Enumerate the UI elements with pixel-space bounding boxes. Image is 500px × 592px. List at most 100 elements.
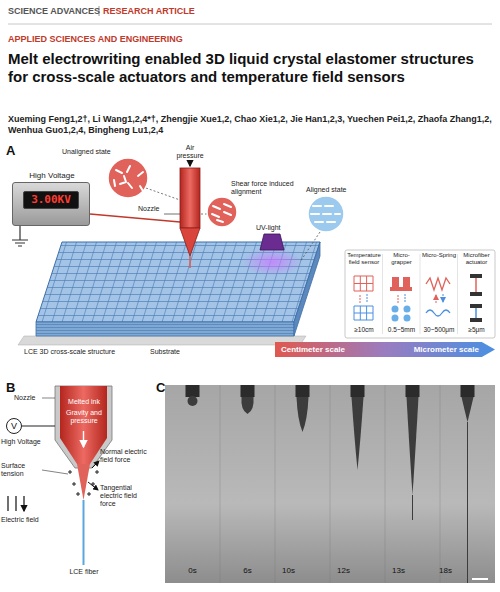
header-rule xyxy=(8,24,492,25)
callout-label: Nozzle xyxy=(14,394,35,402)
callout-label: Substrate xyxy=(150,348,180,356)
time-label: 18s xyxy=(431,566,461,576)
callout-label: UV-light xyxy=(256,224,281,232)
actuator-fiber xyxy=(475,308,477,318)
spring-icon xyxy=(426,310,450,316)
callout-label: Electric field xyxy=(1,516,39,524)
time-label: 10s xyxy=(271,566,307,576)
scale-bar xyxy=(472,578,488,580)
application-panel: Micro-Spring 30~500μm xyxy=(421,251,458,336)
lattice-front-face xyxy=(36,322,294,336)
subject-area: APPLIED SCIENCES AND ENGINEERING xyxy=(8,34,183,45)
gripper-icon xyxy=(390,277,412,291)
panel-letter: C xyxy=(156,380,165,396)
voltmeter-circle: V xyxy=(6,418,22,434)
sensor-grid-icon xyxy=(354,276,373,291)
application-panel-frame xyxy=(345,250,495,338)
application-panel: Temperature field sensor ≥10cm xyxy=(346,251,383,336)
lce-fiber xyxy=(83,500,85,565)
callout-label: Gravity and pressure xyxy=(60,409,108,425)
node-label: Micro-grapper xyxy=(383,252,420,266)
mesogen-rods xyxy=(311,206,340,222)
nozzle-photo xyxy=(186,385,475,397)
callout-label: Air pressure xyxy=(172,144,208,160)
melted-ink xyxy=(60,386,107,464)
tangential-force-arrow xyxy=(88,482,98,490)
node-label: ≥5μm xyxy=(468,326,484,334)
node-label: Micro-Spring xyxy=(422,252,456,259)
high-voltage-wire xyxy=(90,214,180,222)
jet-photo xyxy=(467,422,468,583)
ink-droplet xyxy=(188,396,198,406)
node-label: V xyxy=(11,421,17,431)
aligned-zoom-circle xyxy=(308,196,344,232)
nozzle-tip xyxy=(180,228,200,256)
shear-zoom-circle xyxy=(207,197,237,227)
callout-label: Normal electric field force xyxy=(100,448,152,464)
voltage-display: 3.00KV xyxy=(23,191,79,209)
jet-photo xyxy=(412,495,413,520)
voltage-wire xyxy=(22,426,55,427)
zoom-leader-lines xyxy=(146,188,320,262)
node-label: 0.5~5mm xyxy=(388,326,415,334)
mesogen-rods xyxy=(114,166,143,191)
uv-glow xyxy=(242,248,302,276)
actuator-fiber xyxy=(475,278,477,292)
panel-letter: A xyxy=(6,143,15,159)
scale-arrow: Centimeter scale Micrometer scale xyxy=(275,342,495,357)
callout-label: High Voltage xyxy=(1,438,41,446)
article-type: RESEARCH ARTICLE xyxy=(103,6,195,17)
electric-field-arrows xyxy=(8,496,24,511)
journal-name: SCIENCE ADVANCES xyxy=(8,6,100,17)
ink-droplet xyxy=(241,397,253,414)
callout-label: Tangential electric field force xyxy=(100,484,152,508)
gravity-arrow xyxy=(83,431,84,447)
callout-label: Unaligned state xyxy=(62,148,111,156)
air-pressure-arrow xyxy=(189,160,190,166)
taylor-cone-photo xyxy=(407,397,419,495)
charge-signs xyxy=(68,470,99,496)
actuator-clamps xyxy=(470,274,482,322)
heating-arrows xyxy=(360,295,436,303)
node-label: 30~500μm xyxy=(423,326,454,334)
timelapse-photo xyxy=(165,385,495,583)
nozzle-leader xyxy=(164,214,180,215)
sensor-grid-icon xyxy=(354,306,373,320)
callout-label: Shear force induced alignment xyxy=(231,180,303,196)
time-label: 13s xyxy=(381,566,417,576)
nozzle-body xyxy=(180,168,200,228)
node-label: Centimeter scale xyxy=(281,345,345,355)
power-supply: High Voltage3.00KV xyxy=(12,182,90,226)
panel-letter: B xyxy=(6,380,15,396)
uv-lamp xyxy=(260,234,284,250)
cooling-arrows xyxy=(367,294,443,302)
node-label: Micrometer scale xyxy=(414,345,479,355)
nozzle-wall xyxy=(55,386,112,468)
callout-label: LCE 3D cross-scale structure xyxy=(24,348,124,356)
callout-label: Nozzle xyxy=(138,205,159,213)
time-label: 6s xyxy=(230,566,266,576)
time-label: 0s xyxy=(175,566,211,576)
unaligned-zoom-circle xyxy=(108,158,148,198)
normal-force-arrow xyxy=(92,461,99,468)
article-title: Melt electrowriting enabled 3D liquid cr… xyxy=(8,50,492,86)
callout-label: Melted ink xyxy=(60,398,108,406)
mesogen-rods xyxy=(212,204,231,222)
taylor-cone-photo xyxy=(352,397,364,470)
application-panel: Micro-grapper 0.5~5mm xyxy=(383,251,420,336)
taylor-cone-photo xyxy=(297,397,309,432)
callout-label: Aligned state xyxy=(306,186,346,194)
lattice-top-face xyxy=(36,242,320,322)
ground-symbol xyxy=(12,226,28,246)
node-label: High Voltage xyxy=(7,171,97,181)
column-dividers xyxy=(383,254,458,334)
callout-label: LCE fiber xyxy=(60,568,108,576)
node-label: ≥10cm xyxy=(354,326,373,334)
node-label: Microfiber actuator xyxy=(458,252,495,266)
node-label: Temperature field sensor xyxy=(346,252,383,266)
author-list: Xueming Feng1,2†, Li Wang1,2,4*†, Zhengj… xyxy=(8,114,492,136)
printed-jet xyxy=(189,256,191,268)
callout-label: Surface tension xyxy=(1,462,43,478)
